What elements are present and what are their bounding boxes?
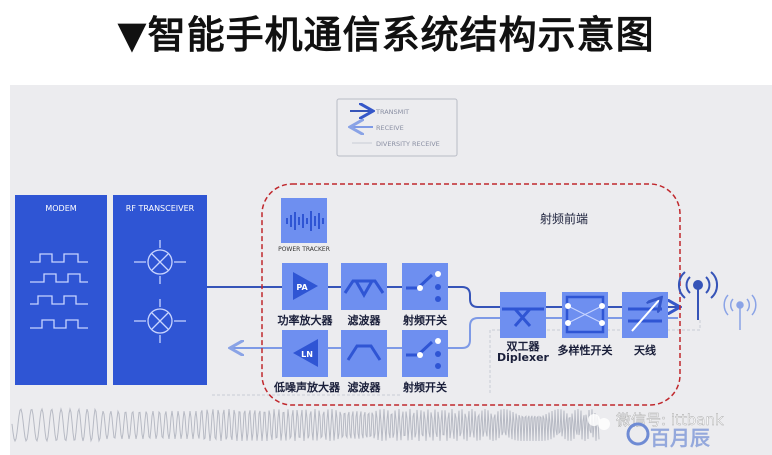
- bandstop-filter-icon: [343, 279, 385, 299]
- diversity-switch-block: 多样性开关: [558, 292, 613, 357]
- antenna-tuner-block: 天线: [622, 292, 668, 357]
- tx-switch-block: 射频开关: [402, 263, 448, 327]
- mixer-icon: [134, 240, 186, 284]
- amplifier-icon: [293, 339, 318, 367]
- page-title: ▼智能手机通信系统结构示意图: [117, 13, 655, 57]
- legend-diversity: DIVERSITY RECEIVE: [376, 140, 440, 148]
- amplifier-icon: [293, 272, 318, 300]
- watermark: 微信号: ittbank 百月辰: [588, 411, 724, 450]
- legend-receive: RECEIVE: [376, 124, 404, 132]
- tuning-arrow-icon: [631, 299, 660, 332]
- antenna-icon: [678, 271, 718, 320]
- rx-switch-block: 射频开关: [402, 330, 448, 394]
- rx-filter-block: 滤波器: [341, 330, 387, 394]
- svg-text:PA: PA: [296, 283, 308, 292]
- svg-text:LN: LN: [301, 350, 313, 359]
- bandpass-filter-icon: [346, 344, 382, 361]
- svg-text:滤波器: 滤波器: [348, 380, 382, 394]
- diplexer-block: 双工器 Diplexer: [497, 292, 550, 364]
- rf-front-end-label: 射频前端: [540, 211, 588, 226]
- diversity-antenna-icon: [723, 294, 757, 330]
- pa-label: 功率放大器: [278, 313, 334, 327]
- svg-text:天线: 天线: [634, 343, 656, 357]
- svg-text:Diplexer: Diplexer: [497, 351, 550, 364]
- transceiver-label: RF TRANSCEIVER: [126, 204, 195, 213]
- svg-text:双工器: 双工器: [507, 340, 541, 353]
- mixer-icon: [134, 299, 186, 343]
- signal-waveform: [11, 407, 600, 443]
- power-tracker-block: POWER TRACKER: [278, 198, 330, 253]
- low-noise-amplifier-block: LN 低噪声放大器: [273, 330, 341, 394]
- receive-path: [232, 317, 678, 348]
- tx-filter-block: 滤波器: [341, 263, 387, 327]
- svg-text:射频开关: 射频开关: [402, 380, 447, 394]
- logo-icon: [626, 422, 650, 446]
- waveform-icon: [286, 211, 324, 231]
- rf-transceiver-block: RF TRANSCEIVER: [113, 195, 207, 385]
- svg-text:滤波器: 滤波器: [348, 313, 382, 327]
- legend-transmit: TRANSMIT: [375, 108, 409, 116]
- power-amplifier-block: PA 功率放大器: [278, 263, 334, 327]
- rf-front-end-border: [261, 183, 681, 406]
- lna-label: 低噪声放大器: [273, 380, 341, 394]
- diplexer-icon: [502, 307, 544, 327]
- cross-switch-icon: [567, 305, 603, 324]
- transmit-path: [207, 286, 678, 307]
- svg-text:射频开关: 射频开关: [402, 313, 447, 327]
- wechat-icon: [588, 414, 600, 426]
- legend: TRANSMIT RECEIVE DIVERSITY RECEIVE: [336, 98, 458, 157]
- svg-text:多样性开关: 多样性开关: [558, 343, 613, 357]
- svg-text:百月辰: 百月辰: [650, 426, 711, 450]
- modem-label: MODEM: [45, 204, 76, 213]
- modem-block: MODEM: [15, 195, 107, 385]
- power-tracker-label: POWER TRACKER: [278, 246, 330, 253]
